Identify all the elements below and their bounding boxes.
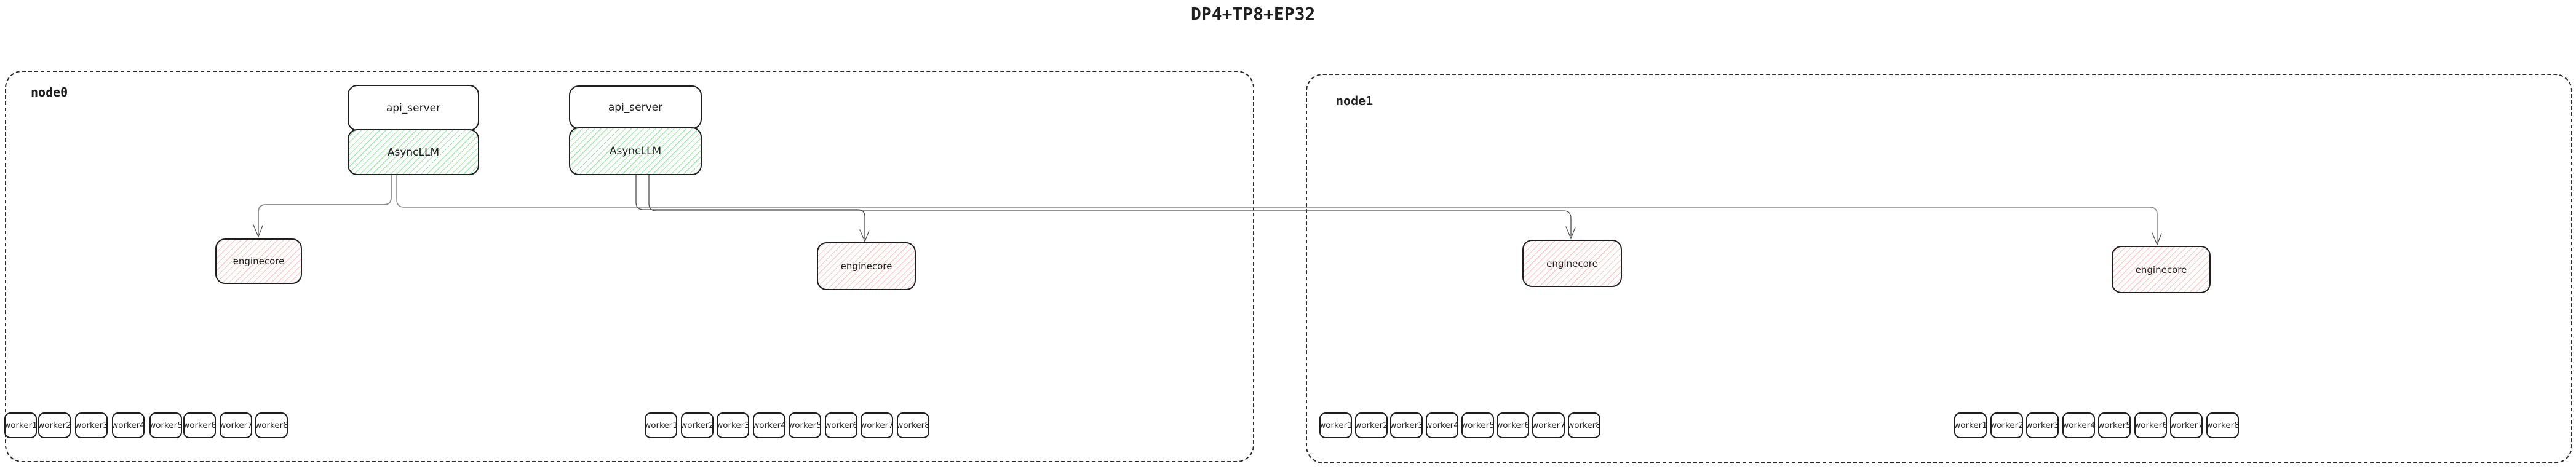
node1-container [1306,74,2572,463]
asyncllm-label-1: AsyncLLM [387,146,440,159]
asyncllm-box-1: AsyncLLM [348,129,479,175]
enginecore-label-2: enginecore [840,261,892,272]
worker-box: worker6 [1496,412,1530,438]
worker-box: worker8 [1567,412,1601,438]
arrowhead-enginecore1 [253,224,263,238]
diagram-title: DP4+TP8+EP32 [1191,4,1316,24]
worker-box: worker5 [2097,412,2131,438]
worker-box: worker4 [752,412,786,438]
asyncllm-box-2: AsyncLLM [569,127,702,175]
enginecore-box-1: enginecore [215,238,302,284]
worker-box: worker5 [1461,412,1495,438]
worker-box: worker5 [149,412,183,438]
worker-box: worker1 [1954,412,1987,438]
worker-box: worker7 [2169,412,2203,438]
arrowhead-enginecore2 [859,229,870,243]
enginecore-box-4: enginecore [2112,246,2211,293]
worker-box: worker6 [824,412,858,438]
worker-box: worker6 [2134,412,2168,438]
worker-box: worker7 [860,412,894,438]
enginecore-label-3: enginecore [1546,258,1598,269]
arrowhead-enginecore3 [1565,226,1576,240]
worker-box: worker7 [219,412,253,438]
enginecore-box-2: enginecore [817,242,916,290]
api-server-label-1: api_server [386,101,441,114]
worker-box: worker3 [74,412,108,438]
worker-box: worker1 [4,412,38,438]
api-server-box-2: api_server [569,85,702,129]
worker-box: worker2 [1354,412,1388,438]
worker-box: worker2 [1990,412,2024,438]
worker-box: worker1 [1319,412,1353,438]
worker-box: worker2 [680,412,714,438]
asyncllm-label-2: AsyncLLM [609,145,662,157]
arrowhead-enginecore4 [2152,232,2162,246]
worker-box: worker2 [38,412,71,438]
worker-box: worker8 [2206,412,2240,438]
worker-box: worker4 [111,412,145,438]
enginecore-box-3: enginecore [1522,240,1622,287]
node1-label: node1 [1336,93,1373,108]
worker-box: worker7 [1532,412,1565,438]
enginecore-label-4: enginecore [2135,264,2187,275]
enginecore-label-1: enginecore [233,256,285,267]
worker-box: worker6 [183,412,217,438]
node0-label: node0 [31,85,68,100]
worker-box: worker3 [1389,412,1423,438]
worker-box: worker3 [716,412,750,438]
worker-box: worker8 [896,412,930,438]
worker-box: worker8 [255,412,288,438]
node0-container [5,71,1254,462]
worker-box: worker3 [2025,412,2059,438]
worker-box: worker1 [644,412,678,438]
api-server-box-1: api_server [348,85,479,131]
worker-box: worker4 [2062,412,2096,438]
worker-box: worker5 [788,412,822,438]
api-server-label-2: api_server [608,101,663,114]
worker-box: worker4 [1425,412,1459,438]
